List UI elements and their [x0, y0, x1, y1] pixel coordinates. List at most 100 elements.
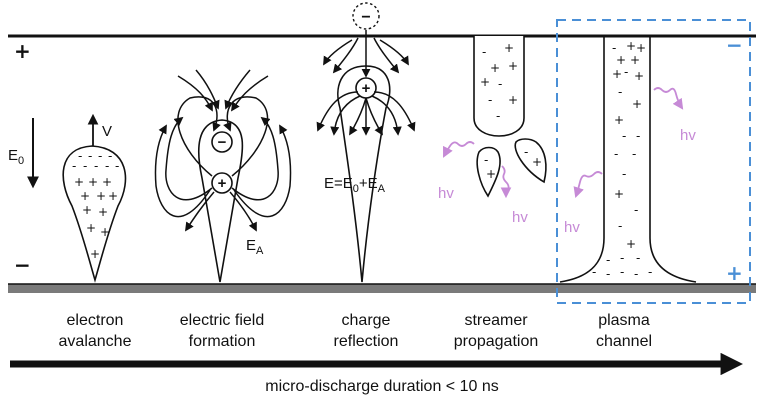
streamer-stage: - + + + + - - + - - + - + hv hv — [438, 36, 547, 226]
svg-text:-: - — [624, 65, 628, 79]
channel-top-polarity: − — [726, 33, 743, 57]
charge-reflection-stage: − + E=E0+EA — [316, 2, 416, 283]
svg-text:+: + — [632, 97, 642, 111]
svg-text:-: - — [606, 253, 610, 267]
duration-label: micro-discharge duration < 10 ns — [265, 378, 498, 395]
svg-text:-: - — [105, 159, 109, 173]
photon-label-1: hv — [438, 185, 454, 202]
positive-charge-circle — [211, 172, 233, 194]
svg-text:+: + — [532, 155, 542, 169]
svg-text:+: + — [612, 67, 622, 81]
channel-highlight-box — [556, 19, 751, 304]
svg-text:+: + — [74, 175, 84, 189]
velocity-label: V — [102, 123, 112, 140]
svg-text:-: - — [482, 45, 486, 59]
svg-text:+: + — [480, 75, 490, 89]
svg-text:+: + — [626, 237, 636, 251]
svg-text:−: − — [218, 134, 227, 151]
svg-text:+: + — [490, 61, 500, 75]
svg-text:+: + — [634, 69, 644, 83]
svg-text:-: - — [592, 265, 596, 279]
photon-label-4: hv — [564, 219, 580, 236]
svg-text:+: + — [88, 175, 98, 189]
svg-text:-: - — [614, 147, 618, 161]
svg-text:+: + — [108, 189, 118, 203]
streamer-tube — [473, 36, 525, 137]
svg-text:+: + — [616, 53, 626, 67]
field-formation-body — [197, 119, 244, 283]
field-formation-stage: − + EA — [154, 69, 292, 283]
svg-text:-: - — [618, 85, 622, 99]
svg-text:+: + — [626, 39, 636, 53]
svg-text:-: - — [115, 159, 119, 173]
svg-text:-: - — [524, 145, 528, 159]
channel-charges: - + + + + + - + - + + - - - - - + - - + … — [592, 39, 652, 281]
anode-sign: + — [14, 39, 31, 63]
svg-text:-: - — [83, 159, 87, 173]
streamer-charges: - + + + + - - + - — [480, 41, 518, 123]
svg-text:+: + — [98, 205, 108, 219]
svg-text:+: + — [96, 189, 106, 203]
svg-text:-: - — [484, 153, 488, 167]
plasma-channel-stage: - + + + + + - + - + + - - - - - + - - + … — [556, 19, 751, 304]
svg-text:+: + — [508, 59, 518, 73]
svg-text:-: - — [606, 267, 610, 281]
avalanche-charges: - - - - - - - - - + + + + + + + + + + + — [72, 149, 119, 261]
svg-text:+: + — [614, 187, 624, 201]
streamer-branch-left — [476, 146, 501, 198]
svg-text:+: + — [630, 53, 640, 67]
photon-label-3: hv — [680, 127, 696, 144]
svg-text:+: + — [504, 41, 514, 55]
channel-bottom-polarity: + — [726, 261, 743, 285]
plasma-channel-body — [559, 36, 697, 283]
reflection-field-lines — [316, 30, 416, 136]
equation-label: E=E0+EA — [324, 175, 386, 195]
photon-label-2: hv — [512, 209, 528, 226]
field-label: E0 — [8, 147, 24, 167]
svg-text:-: - — [636, 129, 640, 143]
svg-text:+: + — [362, 80, 371, 97]
svg-text:+: + — [508, 93, 518, 107]
svg-text:-: - — [498, 77, 502, 91]
svg-text:-: - — [108, 149, 112, 163]
svg-text:-: - — [98, 149, 102, 163]
ea-label: EA — [246, 237, 264, 257]
avalanche-stage: V - - - - - - - - - + + + + + + + + + + … — [62, 113, 127, 283]
reflection-body — [337, 65, 391, 283]
svg-text:-: - — [622, 129, 626, 143]
svg-text:-: - — [72, 159, 76, 173]
bottom-electrode — [8, 284, 756, 293]
svg-text:+: + — [80, 189, 90, 203]
svg-text:-: - — [622, 167, 626, 181]
svg-text:-: - — [632, 147, 636, 161]
incoming-electron-circle — [352, 2, 380, 30]
svg-text:-: - — [620, 251, 624, 265]
channel-photons — [573, 87, 684, 199]
svg-text:-: - — [648, 265, 652, 279]
svg-text:-: - — [636, 251, 640, 265]
negative-charge-circle — [211, 131, 233, 153]
svg-text:−: − — [361, 9, 370, 26]
svg-text:-: - — [634, 203, 638, 217]
svg-text:+: + — [636, 41, 646, 55]
avalanche-body — [62, 145, 127, 283]
svg-text:-: - — [620, 265, 624, 279]
field-lines — [154, 69, 292, 232]
svg-text:-: - — [78, 149, 82, 163]
svg-text:+: + — [486, 167, 496, 181]
svg-text:+: + — [86, 221, 96, 235]
streamer-branch-right — [514, 138, 547, 184]
svg-text:+: + — [90, 247, 100, 261]
streamer-photons — [443, 141, 512, 199]
svg-text:+: + — [100, 225, 110, 239]
svg-text:-: - — [488, 93, 492, 107]
svg-text:-: - — [618, 219, 622, 233]
svg-text:-: - — [496, 109, 500, 123]
